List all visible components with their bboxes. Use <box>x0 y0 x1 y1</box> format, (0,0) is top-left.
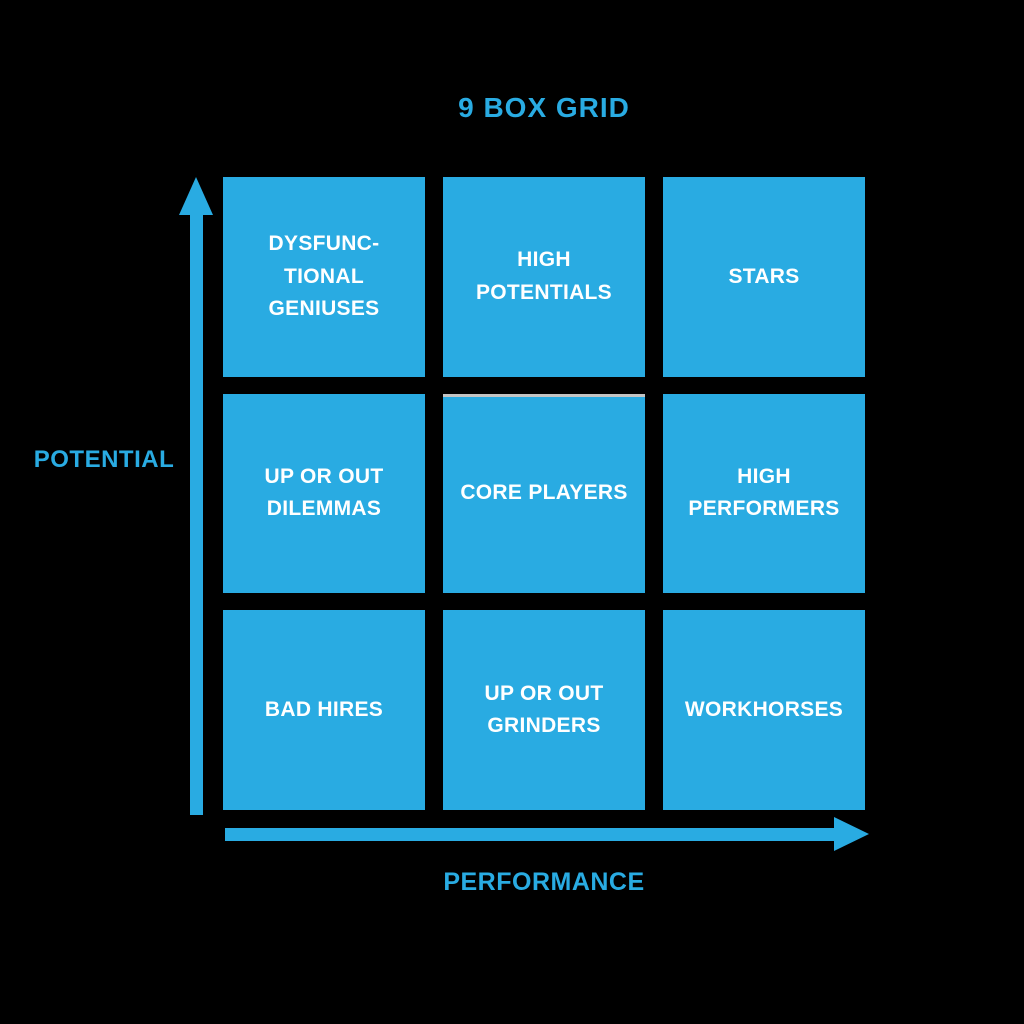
x-axis-arrow-shaft <box>225 828 835 841</box>
grid-cell-stars: STARS <box>663 177 865 377</box>
y-axis-label: POTENTIAL <box>33 446 175 473</box>
x-axis-label: PERFORMANCE <box>443 868 645 896</box>
grid-cell-core-players: CORE PLAYERS <box>443 393 645 594</box>
grid-cell-high-potentials: HIGH POTENTIALS <box>443 177 645 377</box>
x-axis-arrow-right-icon <box>834 817 869 851</box>
grid-cell-up-or-out-dilemmas: UP OR OUT DILEMMAS <box>223 393 425 594</box>
y-axis-arrow-up-icon <box>179 177 213 215</box>
y-axis-arrow-shaft <box>190 214 203 815</box>
grid-cell-label: CORE PLAYERS <box>460 481 628 505</box>
nine-box-grid: DYSFUNC- TIONAL GENIUSES HIGH POTENTIALS… <box>223 177 865 810</box>
grid-cell-bad-hires: BAD HIRES <box>223 610 425 810</box>
grid-cell-high-performers: HIGH PERFORMERS <box>663 393 865 594</box>
grid-cell-dysfunctional-geniuses: DYSFUNC- TIONAL GENIUSES <box>223 177 425 377</box>
grid-cell-workhorses: WORKHORSES <box>663 610 865 810</box>
core-players-top-strip <box>443 393 645 397</box>
grid-cell-up-or-out-grinders: UP OR OUT GRINDERS <box>443 610 645 810</box>
diagram-title: 9 BOX GRID <box>458 92 630 123</box>
